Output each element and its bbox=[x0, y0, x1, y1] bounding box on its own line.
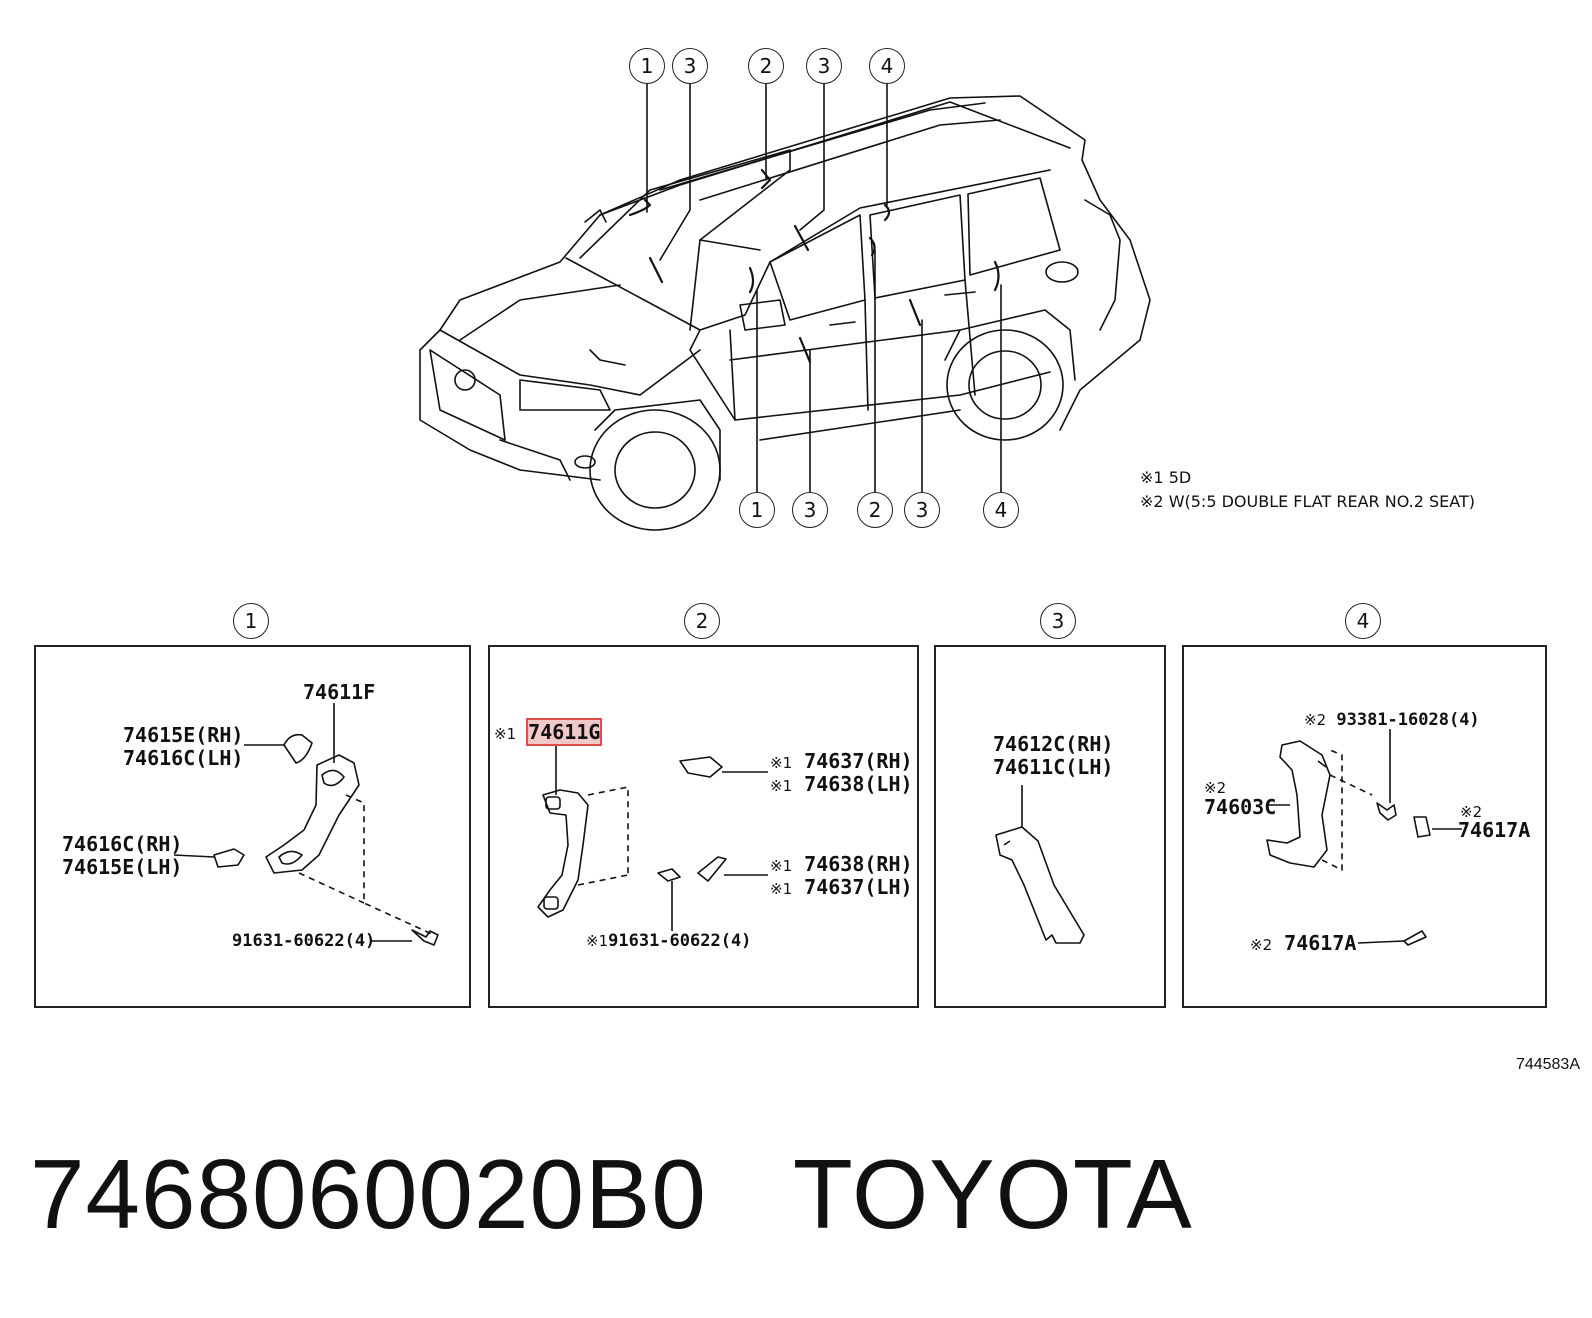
panel-4-label-cap: 74617A bbox=[1458, 818, 1531, 842]
drawing-reference: 744583A bbox=[1515, 1056, 1580, 1073]
highlighted-part-number: 74611G bbox=[526, 718, 603, 746]
panel-2-label-cover-rh-2: ※1 74638(RH) bbox=[770, 852, 913, 876]
panel-3 bbox=[934, 645, 1166, 1008]
panel-1-label-74611F: 74611F bbox=[303, 680, 376, 704]
panel-2-label-cover-lh: ※1 74638(LH) bbox=[770, 772, 913, 796]
panel-4-label-cap-mark: ※2 bbox=[1460, 803, 1483, 821]
panel-2 bbox=[488, 645, 919, 1008]
panel-2-callout: 2 bbox=[684, 603, 720, 639]
panel-3-drawing bbox=[934, 645, 1166, 1008]
callout-3-bottom: 3 bbox=[792, 492, 828, 528]
panel-1-callout: 1 bbox=[233, 603, 269, 639]
brand-name: TOYOTA bbox=[792, 1139, 1193, 1249]
callout-4-bottom: 4 bbox=[983, 492, 1019, 528]
callout-3-top: 3 bbox=[672, 48, 708, 84]
footnotes: ※1 5D ※2 W(5:5 DOUBLE FLAT REAR NO.2 SEA… bbox=[1140, 466, 1475, 514]
callout-3-bottom: 3 bbox=[904, 492, 940, 528]
panel-4-label-cover: ※2 74617A bbox=[1250, 931, 1357, 955]
vehicle-illustration bbox=[0, 0, 1592, 560]
callout-1-bottom: 1 bbox=[739, 492, 775, 528]
callout-2-top: 2 bbox=[748, 48, 784, 84]
panel-1-label-rh-cap: 74615E(RH) bbox=[123, 723, 244, 747]
panel-4 bbox=[1182, 645, 1547, 1008]
panel-1-label-lh-cap-2: 74615E(LH) bbox=[62, 855, 183, 879]
panel-4-label-grip-mark: ※2 bbox=[1204, 779, 1227, 797]
footnote-2: ※2 W(5:5 DOUBLE FLAT REAR NO.2 SEAT) bbox=[1140, 492, 1475, 511]
panel-1-drawing bbox=[34, 645, 471, 1008]
panel-3-callout: 3 bbox=[1040, 603, 1076, 639]
panel-2-label-bolt: ※191631-60622(4) bbox=[586, 931, 752, 951]
callout-2-bottom: 2 bbox=[857, 492, 893, 528]
panel-1 bbox=[34, 645, 471, 1008]
panel-2-label-cover-lh-2: ※1 74637(LH) bbox=[770, 875, 913, 899]
panel-1-label-rh-cap-2: 74616C(RH) bbox=[62, 832, 183, 856]
callout-3-top: 3 bbox=[806, 48, 842, 84]
panel-1-label-bolt: 91631-60622(4) bbox=[232, 931, 376, 951]
panel-4-callout: 4 bbox=[1345, 603, 1381, 639]
panel-2-label-cover-rh: ※1 74637(RH) bbox=[770, 749, 913, 773]
callout-1-top: 1 bbox=[629, 48, 665, 84]
part-title: 7468060020B0 TOYOTA bbox=[30, 1138, 1279, 1251]
panel-2-label-grip: ※1 74611G bbox=[494, 718, 603, 746]
panel-2-drawing bbox=[488, 645, 919, 1008]
panel-4-label-grip: 74603C bbox=[1204, 795, 1277, 819]
panel-4-drawing bbox=[1182, 645, 1547, 1008]
footnote-1: ※1 5D bbox=[1140, 468, 1192, 487]
panel-4-label-screw: ※2 93381-16028(4) bbox=[1304, 710, 1480, 730]
callout-4-top: 4 bbox=[869, 48, 905, 84]
panel-3-label-lh: 74611C(LH) bbox=[993, 755, 1114, 779]
part-number: 7468060020B0 bbox=[30, 1139, 707, 1249]
panel-3-label-rh: 74612C(RH) bbox=[993, 732, 1114, 756]
panel-1-label-lh-cap: 74616C(LH) bbox=[123, 746, 244, 770]
